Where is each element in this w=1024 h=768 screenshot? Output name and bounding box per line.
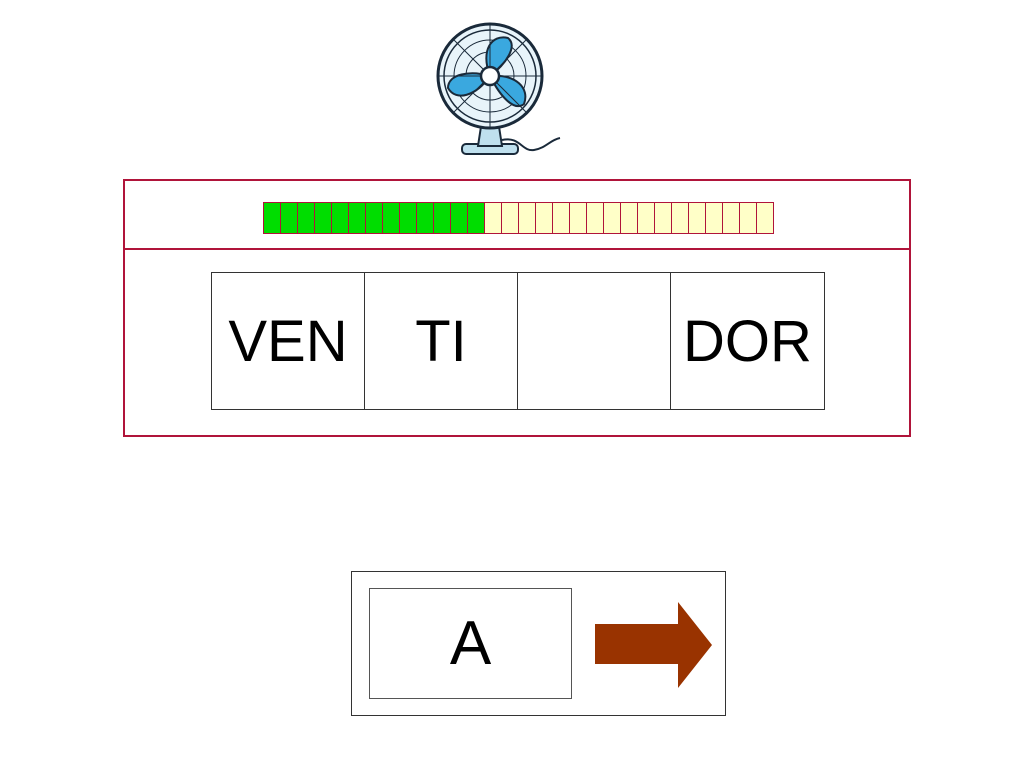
- progress-cell-todo: [723, 203, 740, 233]
- progress-cell-todo: [655, 203, 672, 233]
- syllable-box-4: DOR: [683, 308, 812, 374]
- progress-cell-todo: [502, 203, 519, 233]
- panel-divider: [125, 248, 909, 250]
- progress-bar: [263, 202, 774, 234]
- syllable-row: VEN TI DOR: [211, 272, 825, 410]
- syllable-box-1: VEN: [212, 273, 365, 409]
- progress-cell-todo: [740, 203, 757, 233]
- electric-fan-icon: [436, 22, 561, 155]
- progress-cell-todo: [553, 203, 570, 233]
- progress-cell-todo: [706, 203, 723, 233]
- progress-cell-todo: [587, 203, 604, 233]
- progress-cell-done: [298, 203, 315, 233]
- progress-cell-todo: [485, 203, 502, 233]
- syllable-blank-box[interactable]: [518, 273, 671, 409]
- progress-cell-done: [451, 203, 468, 233]
- right-arrow-icon[interactable]: [595, 602, 712, 688]
- progress-cell-todo: [638, 203, 655, 233]
- word-panel: VEN TI DOR: [123, 179, 911, 437]
- progress-cell-done: [315, 203, 332, 233]
- progress-cell-done: [417, 203, 434, 233]
- progress-cell-todo: [519, 203, 536, 233]
- progress-cell-todo: [621, 203, 638, 233]
- answer-area: A: [351, 571, 726, 716]
- progress-cell-done: [332, 203, 349, 233]
- progress-cell-todo: [536, 203, 553, 233]
- progress-cell-done: [264, 203, 281, 233]
- progress-cell-todo: [689, 203, 706, 233]
- progress-cell-todo: [604, 203, 621, 233]
- progress-cell-done: [383, 203, 400, 233]
- progress-cell-done: [468, 203, 485, 233]
- progress-cell-done: [434, 203, 451, 233]
- progress-cell-done: [400, 203, 417, 233]
- progress-cell-todo: [570, 203, 587, 233]
- progress-cell-todo: [757, 203, 774, 233]
- progress-cell-done: [281, 203, 298, 233]
- syllable-box-2: TI: [365, 273, 518, 409]
- progress-cell-done: [349, 203, 366, 233]
- progress-cell-todo: [672, 203, 689, 233]
- progress-cell-done: [366, 203, 383, 233]
- answer-option[interactable]: A: [369, 588, 572, 699]
